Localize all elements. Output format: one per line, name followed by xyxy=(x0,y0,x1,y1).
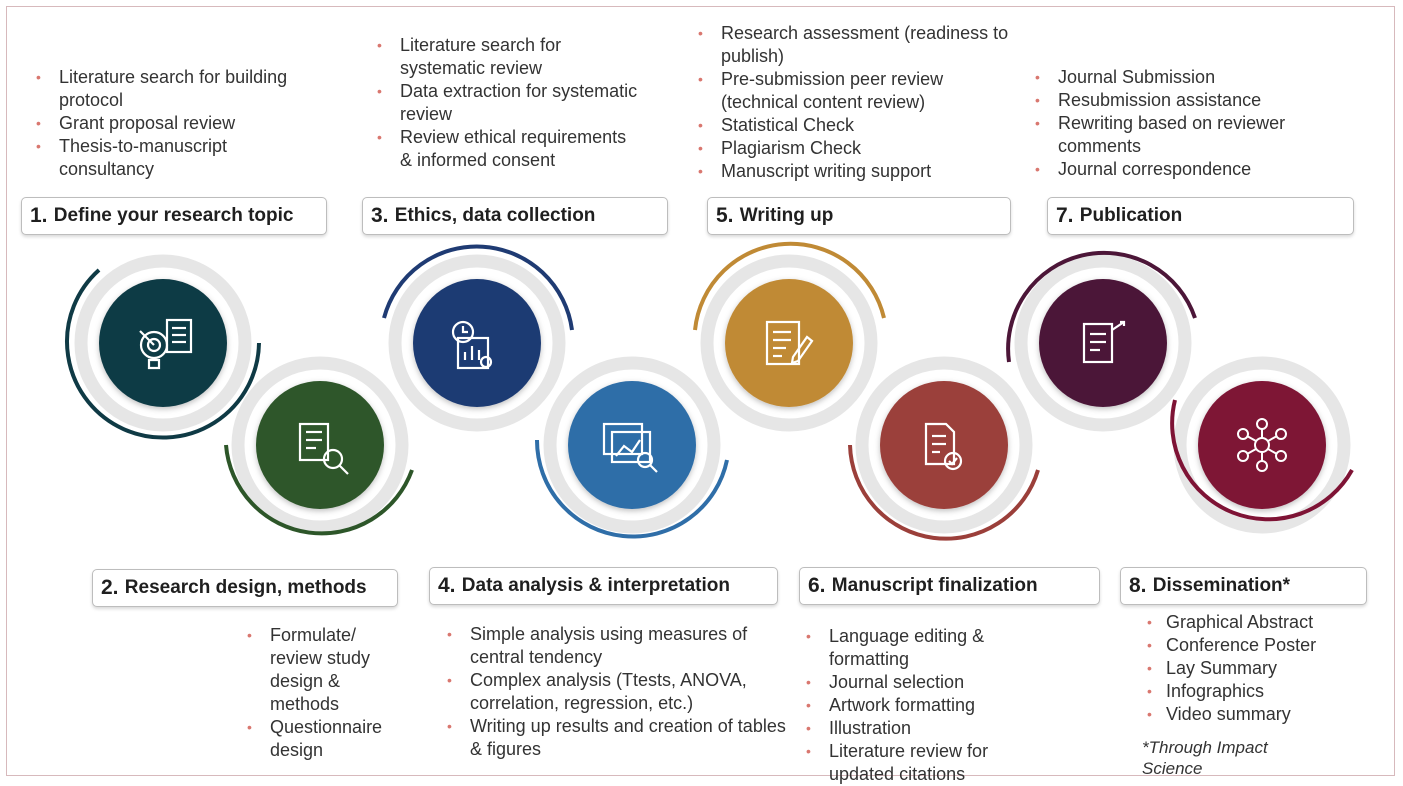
footnote: *Through Impact Science xyxy=(1142,738,1268,778)
step-5-node xyxy=(693,241,886,432)
list-item: Infographics xyxy=(1141,680,1381,703)
step-6-title-box: 6. Manuscript finalization xyxy=(799,567,1100,605)
step-number: 2. xyxy=(101,576,119,599)
list-item: Plagiarism Check xyxy=(692,137,1012,160)
list-item: Journal Submission xyxy=(1029,66,1329,89)
step-title: Dissemination* xyxy=(1152,575,1291,596)
step-4-bullets: Simple analysis using measures of centra… xyxy=(441,623,791,761)
list-item: Complex analysis (Ttests, ANOVA, correla… xyxy=(441,669,791,715)
list-item: Graphical Abstract xyxy=(1141,611,1381,634)
step-1-node xyxy=(65,254,261,440)
step-7-bullets: Journal Submission Resubmission assistan… xyxy=(1029,66,1329,181)
clock-chart-icon xyxy=(451,320,493,370)
chart-magnifier-icon xyxy=(602,422,658,473)
list-item: Data extraction for systematic review xyxy=(371,80,641,126)
list-item: Review ethical requirements & informed c… xyxy=(371,126,641,172)
list-item: Language editing & formatting xyxy=(800,625,1050,671)
list-item: Thesis-to-manuscript consultancy xyxy=(30,135,320,181)
step-title: Publication xyxy=(1079,205,1183,226)
step-title: Research design, methods xyxy=(124,577,367,598)
frame-border xyxy=(6,6,1395,776)
list-item: Literature review for updated citations xyxy=(800,740,1050,786)
list-item: Literature search for systematic review xyxy=(371,34,641,80)
list-item: Research assessment (readiness to publis… xyxy=(692,22,1012,68)
list-item: Simple analysis using measures of centra… xyxy=(441,623,791,669)
step-4-circle xyxy=(568,381,696,509)
network-icon xyxy=(1237,418,1287,472)
list-item: Manuscript writing support xyxy=(692,160,1012,183)
document-share-icon xyxy=(1082,320,1126,364)
list-item: Resubmission assistance xyxy=(1029,89,1329,112)
document-check-icon xyxy=(924,422,963,471)
step-4-title-box: 4. Data analysis & interpretation xyxy=(429,567,778,605)
step-title: Ethics, data collection xyxy=(394,205,596,226)
step-7-title-box: 7. Publication xyxy=(1047,197,1354,235)
list-item: Grant proposal review xyxy=(30,112,320,135)
step-3-node xyxy=(382,244,574,432)
step-2-title-box: 2. Research design, methods xyxy=(92,569,398,607)
step-6-bullets: Language editing & formatting Journal se… xyxy=(800,625,1050,786)
list-item: Rewriting based on reviewer comments xyxy=(1029,112,1329,158)
step-number: 8. xyxy=(1129,574,1147,597)
step-number: 1. xyxy=(30,204,48,227)
step-1-title-box: 1. Define your research topic xyxy=(21,197,327,235)
step-2-node xyxy=(224,356,414,536)
list-item: Writing up results and creation of table… xyxy=(441,715,791,761)
step-number: 4. xyxy=(438,574,456,597)
list-item: Pre-submission peer review (technical co… xyxy=(692,68,1012,114)
list-item: Journal correspondence xyxy=(1029,158,1329,181)
target-document-icon xyxy=(139,318,193,370)
list-item: Literature search for building protocol xyxy=(30,66,320,112)
step-number: 6. xyxy=(808,574,826,597)
step-2-bullets: Formulate/ review study design & methods… xyxy=(241,624,411,762)
list-item: Questionnaire design xyxy=(241,716,411,762)
step-4-node xyxy=(534,356,729,539)
edit-document-icon xyxy=(765,320,814,366)
list-item: Illustration xyxy=(800,717,1050,740)
step-3-circle xyxy=(413,279,541,407)
step-number: 7. xyxy=(1056,204,1074,227)
step-title: Data analysis & interpretation xyxy=(461,575,730,596)
document-search-icon xyxy=(298,422,349,475)
step-3-bullets: Literature search for systematic review … xyxy=(371,34,641,172)
step-5-circle xyxy=(725,279,853,407)
step-3-title-box: 3. Ethics, data collection xyxy=(362,197,668,235)
list-item: Video summary xyxy=(1141,703,1381,726)
step-title: Define your research topic xyxy=(53,205,294,226)
step-8-bullets: Graphical Abstract Conference Poster Lay… xyxy=(1141,611,1381,726)
step-7-node xyxy=(1006,250,1197,432)
step-5-bullets: Research assessment (readiness to publis… xyxy=(692,22,1012,183)
list-item: Formulate/ review study design & methods xyxy=(241,624,411,716)
step-5-title-box: 5. Writing up xyxy=(707,197,1011,235)
list-item: Lay Summary xyxy=(1141,657,1381,680)
step-1-circle xyxy=(99,279,227,407)
step-number: 3. xyxy=(371,204,389,227)
list-item: Artwork formatting xyxy=(800,694,1050,717)
step-8-circle xyxy=(1198,381,1326,509)
step-8-title-box: 8. Dissemination* xyxy=(1120,567,1367,605)
list-item: Conference Poster xyxy=(1141,634,1381,657)
step-title: Manuscript finalization xyxy=(831,575,1038,596)
list-item: Statistical Check xyxy=(692,114,1012,137)
step-6-node xyxy=(848,356,1040,541)
step-1-bullets: Literature search for building protocol … xyxy=(30,66,320,181)
step-number: 5. xyxy=(716,204,734,227)
step-8-node xyxy=(1170,356,1354,534)
step-2-circle xyxy=(256,381,384,509)
step-title: Writing up xyxy=(739,205,834,226)
list-item: Journal selection xyxy=(800,671,1050,694)
